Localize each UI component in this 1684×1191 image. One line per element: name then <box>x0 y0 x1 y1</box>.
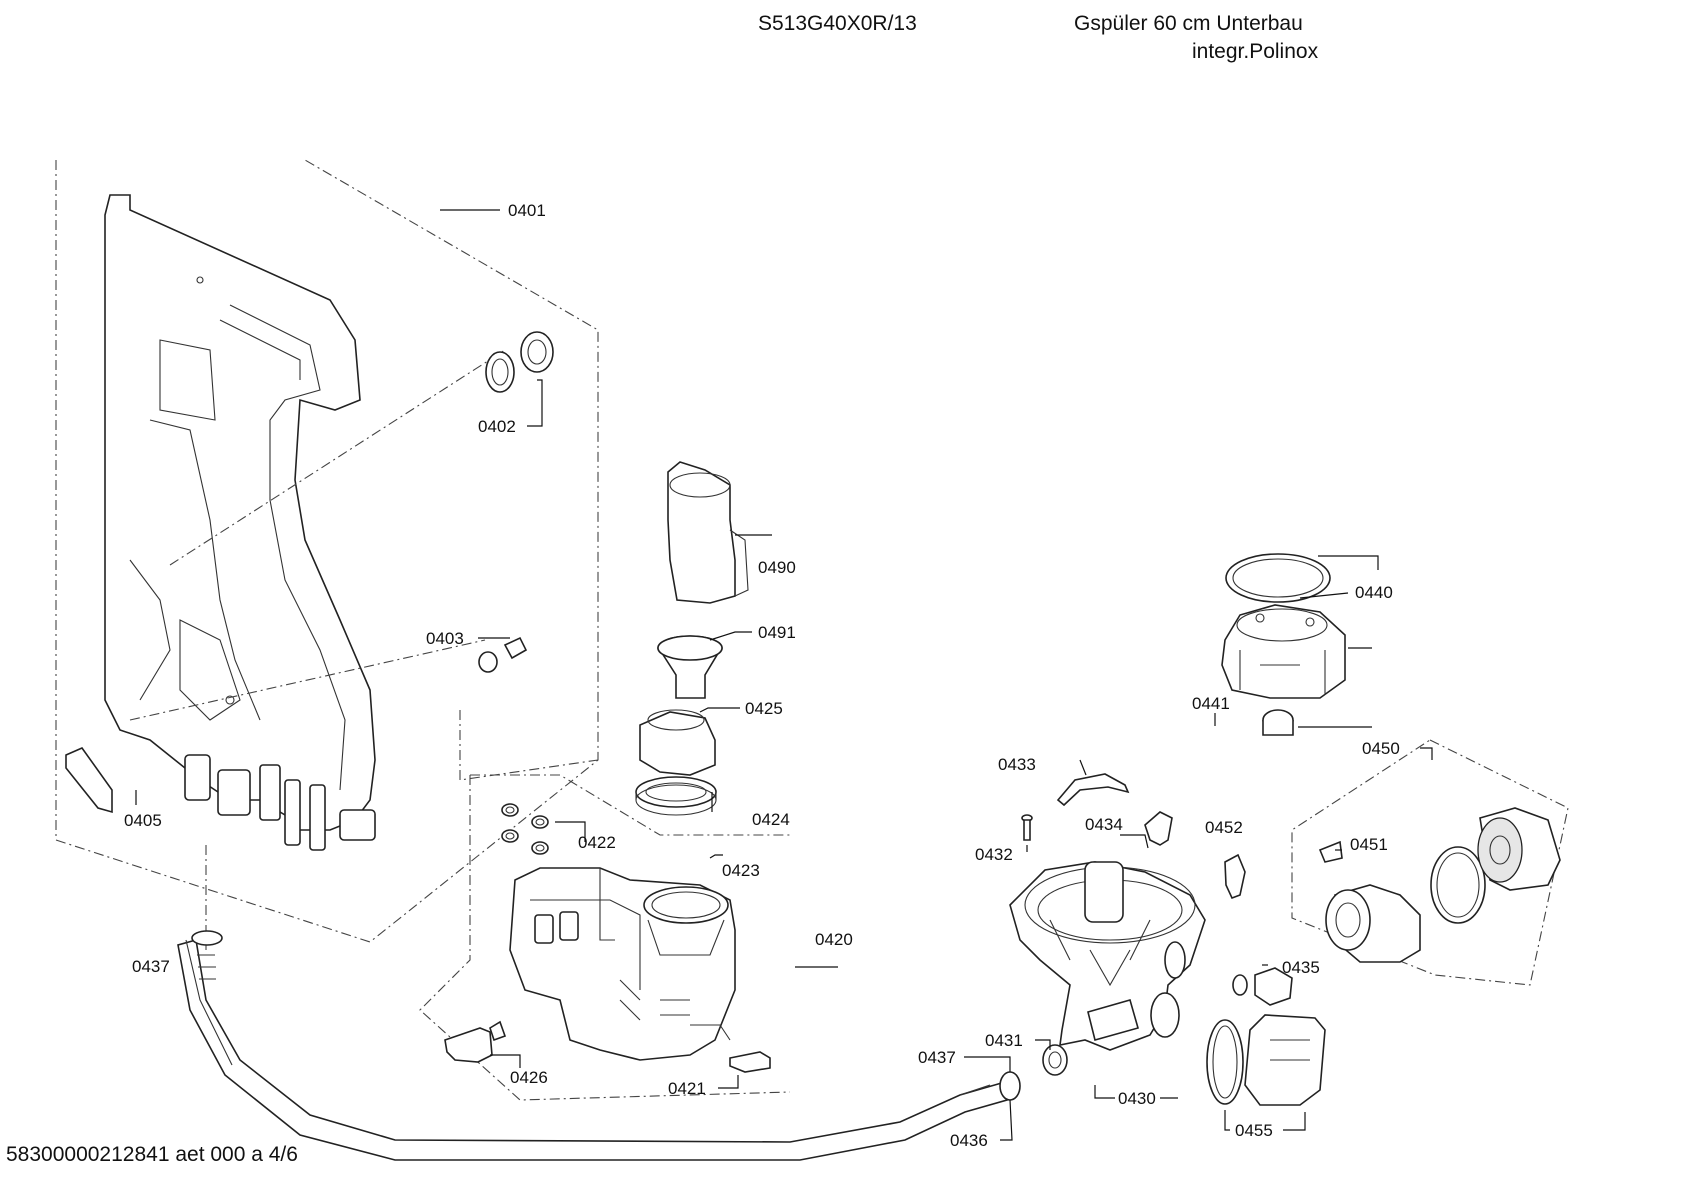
seal-ring-0424 <box>635 776 717 816</box>
label-0405: 0405 <box>124 811 162 830</box>
label-0422: 0422 <box>578 833 616 852</box>
clip-0405 <box>65 747 113 814</box>
leader-0437-right <box>964 1056 1011 1072</box>
model-number: S513G40X0R/13 <box>758 12 917 35</box>
label-0441: 0441 <box>1192 694 1230 713</box>
label-0490: 0490 <box>758 558 796 577</box>
jug-0490 <box>667 461 749 604</box>
label-0437-right: 0437 <box>918 1048 956 1067</box>
appliance-description-line2: integr.Polinox <box>1192 40 1319 63</box>
label-0435: 0435 <box>1282 958 1320 977</box>
label-0403: 0403 <box>426 629 464 648</box>
leader-0402 <box>527 379 543 427</box>
screw-0432 <box>1021 814 1033 841</box>
leader-0440 <box>1318 555 1379 570</box>
circulation-pump-0450 <box>1325 807 1561 963</box>
leader-0423 <box>709 854 723 859</box>
connector-0431 <box>1042 1044 1068 1076</box>
leader-0440b <box>1299 592 1349 599</box>
leader-0450b <box>1420 747 1433 760</box>
label-0401: 0401 <box>508 201 546 220</box>
clip-0452 <box>1224 853 1246 900</box>
appliance-description-line1: Gspüler 60 cm Unterbau <box>1074 12 1303 35</box>
label-0424: 0424 <box>752 810 790 829</box>
sensor-0426 <box>444 1020 507 1063</box>
filter-cover-0440 <box>1221 553 1346 699</box>
leader-0426 <box>490 1054 521 1068</box>
clip-0434 <box>1144 811 1173 846</box>
label-0451: 0451 <box>1350 835 1388 854</box>
cap-0425 <box>639 709 716 776</box>
leader-0433 <box>1079 759 1087 776</box>
document-code: 58300000212841 aet 000 a 4/6 <box>6 1143 298 1166</box>
pump-sump-0430 <box>1009 861 1206 1051</box>
leader-0421 <box>718 1075 739 1089</box>
leader-0425 <box>699 707 740 713</box>
leader-0455 <box>1224 1110 1230 1131</box>
label-0452: 0452 <box>1205 818 1243 837</box>
label-0425: 0425 <box>745 699 783 718</box>
label-0432: 0432 <box>975 845 1013 864</box>
label-0420: 0420 <box>815 930 853 949</box>
label-0437-left: 0437 <box>132 957 170 976</box>
leader-0434 <box>1120 834 1149 849</box>
bracket-0433 <box>1056 773 1130 807</box>
axis-line <box>169 349 506 566</box>
leader-0455b <box>1283 1112 1306 1131</box>
valve-0450 <box>1262 709 1294 736</box>
axis-line <box>129 639 486 721</box>
clip-0421 <box>729 1051 771 1073</box>
leader-0431 <box>1035 1039 1051 1050</box>
leader-0430 <box>1094 1085 1115 1099</box>
label-0436: 0436 <box>950 1131 988 1150</box>
label-0434: 0434 <box>1085 815 1123 834</box>
label-0433: 0433 <box>998 755 1036 774</box>
label-0423: 0423 <box>722 861 760 880</box>
drain-hose <box>177 930 1021 1161</box>
label-0450: 0450 <box>1362 739 1400 758</box>
label-0455: 0455 <box>1235 1121 1273 1140</box>
seal-ring-0402 <box>485 331 554 393</box>
label-0426: 0426 <box>510 1068 548 1087</box>
leader-0491 <box>709 631 752 641</box>
label-0431: 0431 <box>985 1031 1023 1050</box>
seal-set-0422 <box>501 803 549 855</box>
leader-0436 <box>1000 1099 1013 1141</box>
valve-0435 <box>1232 967 1293 1006</box>
label-0430: 0430 <box>1118 1089 1156 1108</box>
nipple-0403 <box>478 636 528 673</box>
label-0421: 0421 <box>668 1079 706 1098</box>
label-0491: 0491 <box>758 623 796 642</box>
funnel-0491 <box>657 635 723 699</box>
label-0440: 0440 <box>1355 583 1393 602</box>
heat-pump-0455 <box>1206 1014 1326 1106</box>
water-softener-0420 <box>509 867 736 1061</box>
clip-0451 <box>1318 840 1343 863</box>
leader-0422 <box>555 821 586 842</box>
sump-frame-0401 <box>104 194 376 851</box>
label-0402: 0402 <box>478 417 516 436</box>
